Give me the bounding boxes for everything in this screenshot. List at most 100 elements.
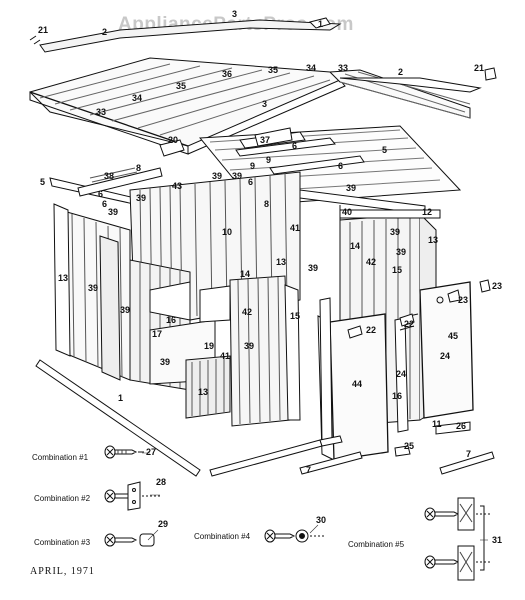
callout-25: 25 (404, 441, 415, 451)
callout-17: 17 (152, 329, 163, 339)
callout-33: 33 (96, 107, 107, 117)
leader-lines (142, 452, 488, 541)
callout-24: 24 (396, 369, 407, 379)
callout-2: 2 (398, 67, 404, 77)
screw-combination-1 (104, 445, 144, 459)
roof-panel-right (328, 69, 482, 119)
roof-panel-left (29, 57, 346, 155)
callout-3: 3 (262, 99, 268, 109)
callout-13: 13 (58, 273, 69, 283)
callout-12: 12 (422, 207, 433, 217)
small-brackets (347, 279, 491, 339)
callout-37: 37 (260, 135, 271, 145)
callout-15: 15 (392, 265, 403, 275)
callout-3: 3 (232, 9, 238, 19)
callout-24: 24 (440, 351, 451, 361)
callout-6: 6 (338, 161, 344, 171)
callout-6: 6 (248, 177, 254, 187)
combination-1-label: Combination #1 (32, 453, 89, 462)
callout-34: 34 (306, 63, 317, 73)
callout-16: 16 (392, 391, 403, 401)
callout-31: 31 (492, 535, 503, 545)
left-side-wall (53, 203, 131, 381)
screw-combination-3 (104, 533, 155, 547)
callout-39: 39 (244, 341, 255, 351)
callout-30: 30 (316, 515, 327, 525)
callout-39: 39 (160, 357, 171, 367)
callout-43: 43 (172, 181, 183, 191)
callout-6: 6 (98, 189, 104, 199)
callout-39: 39 (136, 193, 147, 203)
callout-39: 39 (396, 247, 407, 257)
combination-5-label: Combination #5 (348, 540, 405, 549)
callout-5: 5 (40, 177, 46, 187)
callout-41: 41 (220, 351, 231, 361)
callout-20: 20 (168, 135, 179, 145)
callout-39: 39 (212, 171, 223, 181)
callout-26: 26 (456, 421, 467, 431)
combination-4-label: Combination #4 (194, 532, 251, 541)
callout-36: 36 (222, 69, 233, 79)
callout-22: 22 (404, 319, 415, 329)
callout-44: 44 (352, 379, 363, 389)
callout-6: 6 (102, 199, 108, 209)
callout-8: 8 (264, 199, 270, 209)
callout-39: 39 (88, 283, 99, 293)
callout-13: 13 (428, 235, 439, 245)
callout-11: 11 (432, 419, 442, 429)
screw-combination-5 (424, 497, 492, 581)
callout-29: 29 (158, 519, 169, 529)
combination-3-label: Combination #3 (34, 538, 91, 547)
floor-rails (35, 359, 495, 477)
callout-40: 40 (342, 207, 353, 217)
front-wall-center (199, 275, 301, 427)
callout-34: 34 (132, 93, 143, 103)
callout-2: 2 (102, 27, 108, 37)
callout-1: 1 (318, 19, 324, 29)
callout-6: 6 (292, 141, 298, 151)
callout-15: 15 (290, 311, 301, 321)
callout-28: 28 (156, 477, 167, 487)
callout-39: 39 (308, 263, 319, 273)
callout-45: 45 (448, 331, 459, 341)
callout-19: 19 (204, 341, 215, 351)
callout-10: 10 (222, 227, 233, 237)
callout-42: 42 (242, 307, 253, 317)
callout-5: 5 (382, 145, 388, 155)
callout-33: 33 (338, 63, 349, 73)
screw-combination-4 (264, 529, 324, 543)
callout-21: 21 (474, 63, 485, 73)
callout-16: 16 (166, 315, 177, 325)
callout-23: 23 (458, 295, 469, 305)
callout-14: 14 (350, 241, 361, 251)
combination-2-label: Combination #2 (34, 494, 91, 503)
callout-7: 7 (466, 449, 472, 459)
callout-27: 27 (146, 447, 157, 457)
callout-35: 35 (268, 65, 279, 75)
callout-9: 9 (250, 161, 256, 171)
callout-39: 39 (390, 227, 401, 237)
callout-7: 7 (306, 465, 312, 475)
callout-42: 42 (366, 257, 377, 267)
callout-8: 8 (136, 163, 142, 173)
callout-13: 13 (198, 387, 209, 397)
callout-9: 9 (266, 155, 272, 165)
door-right (419, 281, 474, 419)
callout-23: 23 (492, 281, 503, 291)
callout-1: 1 (118, 393, 124, 403)
callout-22: 22 (366, 325, 377, 335)
callout-39: 39 (232, 171, 243, 181)
callout-38: 38 (104, 171, 115, 181)
callout-13: 13 (276, 257, 287, 267)
screw-combination-2 (104, 481, 160, 511)
callout-39: 39 (346, 183, 357, 193)
front-wall-left (129, 259, 231, 419)
roof-ridge-parts (29, 17, 497, 81)
callout-14: 14 (240, 269, 251, 279)
callout-39: 39 (120, 305, 131, 315)
revision-date: APRIL, 1971 (30, 566, 95, 577)
callout-35: 35 (176, 81, 187, 91)
callout-39: 39 (108, 207, 119, 217)
